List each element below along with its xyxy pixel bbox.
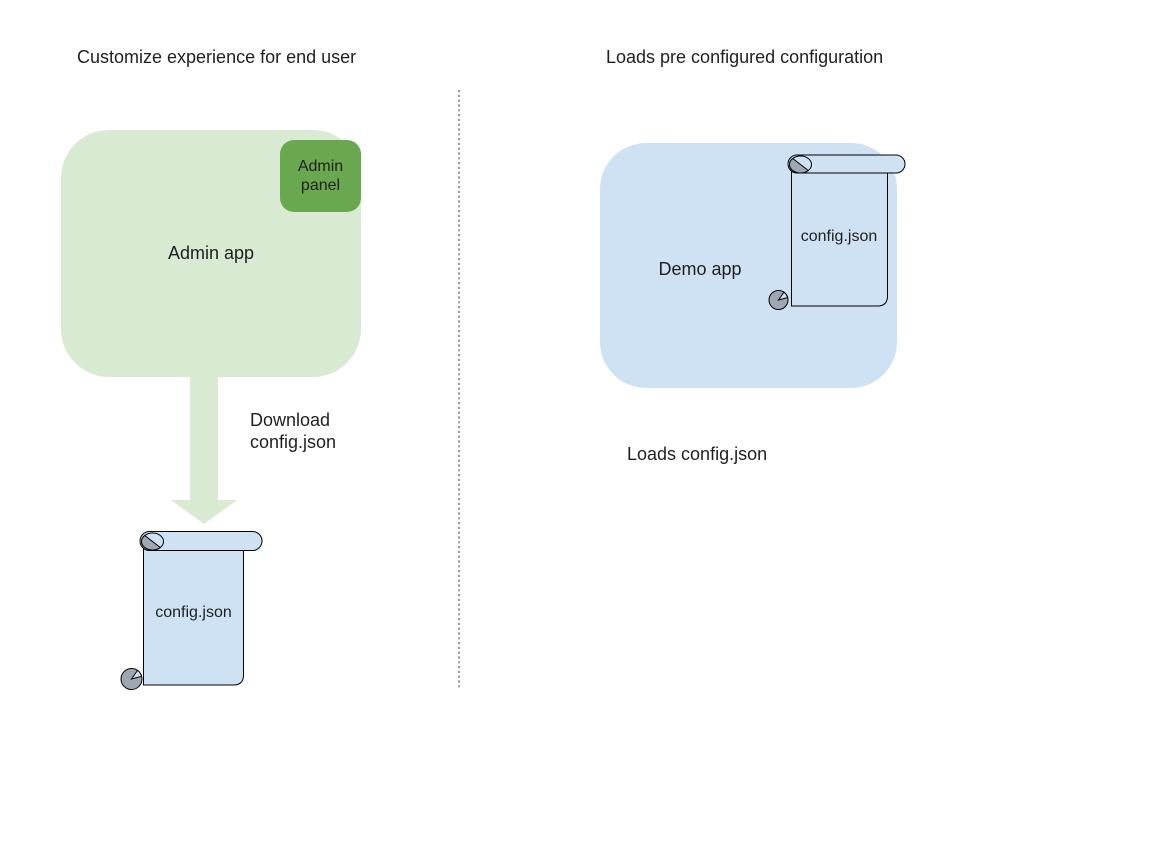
scroll-top-curl-shade (789, 157, 810, 174)
scroll-bottom-curl-notch (130, 669, 143, 680)
admin-panel-box: Admin panel (280, 140, 361, 212)
admin-app-box: Admin app Admin panel (61, 130, 361, 377)
scroll-body (791, 163, 888, 307)
admin-app-label: Admin app (167, 243, 255, 263)
config-json-label-right: config.json (800, 228, 878, 245)
left-section-title: Customize experience for end user (77, 47, 357, 67)
scroll-top-roll (139, 531, 263, 551)
admin-panel-label: Admin panel (297, 158, 344, 194)
download-caption: Download config.json (250, 410, 337, 452)
scroll-top-roll (787, 154, 906, 174)
scroll-top-curl-shade (141, 534, 162, 551)
scroll-body (143, 540, 244, 686)
config-scroll-left-icon (120, 531, 263, 690)
download-arrow-icon (171, 376, 237, 524)
scroll-bottom-curl-notch (777, 291, 789, 301)
config-json-label-left: config.json (155, 604, 232, 621)
demo-app-label: Demo app (658, 259, 742, 279)
config-scroll-right-icon (768, 154, 906, 310)
right-section-title: Loads pre configured configuration (606, 47, 884, 67)
divider-line (458, 90, 460, 688)
loads-config-caption: Loads config.json (627, 444, 768, 464)
arrow-shape (171, 376, 237, 524)
